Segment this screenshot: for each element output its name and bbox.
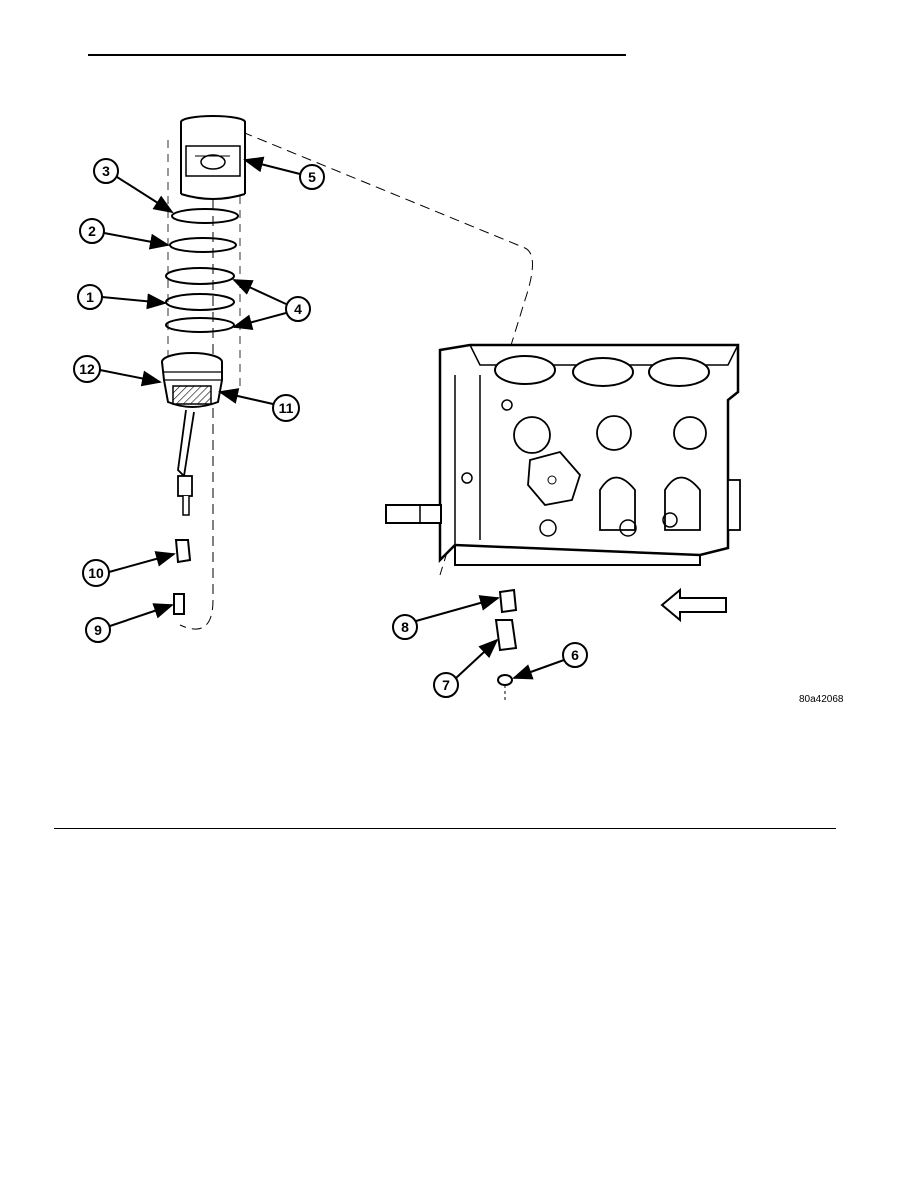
svg-text:12: 12 [79, 361, 95, 377]
callout-7: 7 [433, 638, 499, 698]
main-bearing [498, 588, 518, 614]
callout-5: 5 [243, 156, 325, 190]
svg-text:8: 8 [401, 619, 409, 635]
callout-11: 11 [218, 388, 300, 422]
bottom-rule [54, 828, 836, 829]
callout-6: 6 [512, 642, 588, 680]
svg-text:9: 9 [94, 622, 102, 638]
bearing-cap [494, 619, 518, 652]
callout-9: 9 [85, 603, 174, 643]
engine-block [385, 343, 741, 566]
svg-text:3: 3 [102, 163, 110, 179]
callout-3: 3 [93, 158, 174, 214]
rod-bolt [173, 593, 185, 615]
callout-1: 1 [77, 284, 167, 310]
svg-text:10: 10 [88, 565, 104, 581]
callout-10: 10 [82, 551, 176, 587]
exploded-assembly-diagram: 1 2 3 4 5 6 7 8 9 [73, 115, 741, 700]
svg-text:2: 2 [88, 223, 96, 239]
svg-text:7: 7 [442, 677, 450, 693]
svg-text:1: 1 [86, 289, 94, 305]
svg-text:5: 5 [308, 169, 316, 185]
rod-bearing [174, 539, 192, 564]
ring-compressor [180, 115, 246, 200]
assembly-path-dashed [179, 119, 533, 630]
piston-assembly [161, 352, 223, 516]
svg-text:11: 11 [279, 400, 294, 416]
view-direction-arrow [660, 587, 727, 623]
svg-text:6: 6 [571, 647, 579, 663]
svg-text:4: 4 [294, 301, 302, 317]
callout-12: 12 [73, 355, 162, 387]
callout-4: 4 [232, 279, 311, 331]
nut [497, 674, 513, 686]
piston-rings [165, 208, 239, 333]
callout-2: 2 [79, 218, 170, 250]
figure-id: 80a42068 [799, 694, 844, 705]
callout-8: 8 [392, 595, 500, 640]
top-rule [88, 54, 626, 56]
